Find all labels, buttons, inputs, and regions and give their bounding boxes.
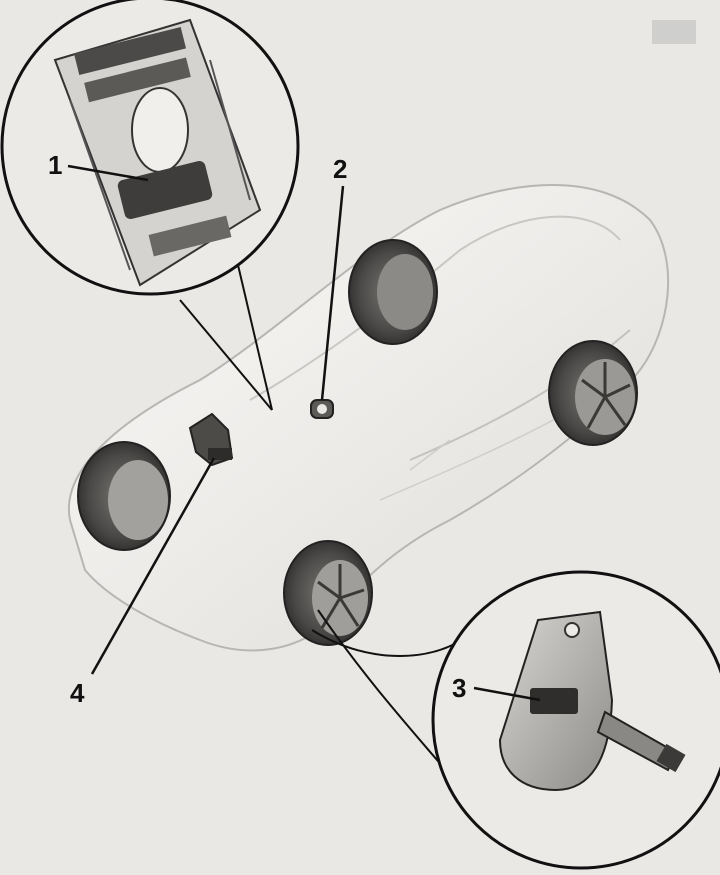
- car-cabin-line: [249, 215, 621, 401]
- wheel-rear-left: [348, 239, 438, 345]
- tire-pressure-sensor: [498, 610, 686, 792]
- leader-2: [320, 185, 345, 401]
- wheel-rear-right: [548, 340, 638, 446]
- central-receiver: [310, 399, 334, 419]
- callout-4: 4: [70, 678, 85, 708]
- control-unit: [188, 412, 234, 467]
- wheel-front-left: [77, 441, 171, 551]
- sensor-inset: [311, 570, 720, 870]
- callout-1: 1: [48, 150, 62, 180]
- console-inset: [0, 0, 300, 411]
- leader-4: [90, 457, 216, 675]
- car-body: [67, 184, 670, 652]
- car: [67, 184, 670, 652]
- callout-3: 3: [452, 673, 466, 703]
- wheel-front-right: [283, 540, 373, 646]
- callout-2: 2: [333, 154, 347, 184]
- center-console-drawing: [53, 18, 262, 287]
- corner-tag: [652, 20, 696, 44]
